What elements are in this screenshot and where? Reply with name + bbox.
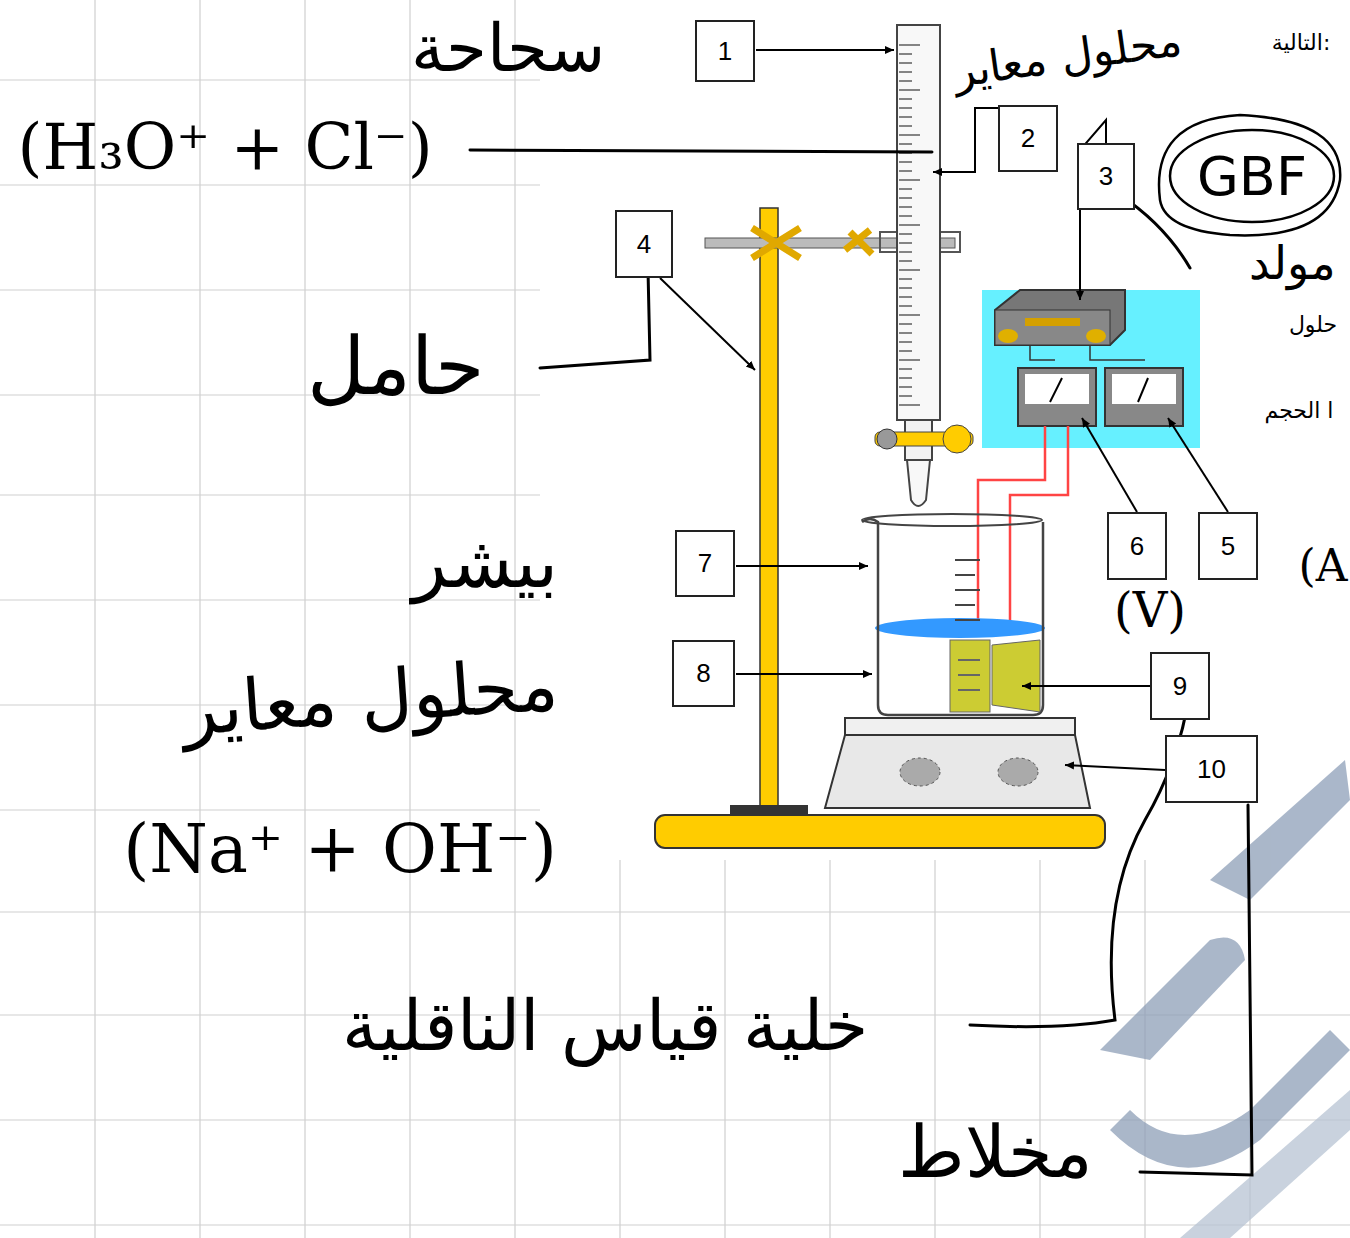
callout-number: 8 xyxy=(696,658,710,689)
hand-formula: (H₃O⁺ + Cl⁻) xyxy=(17,110,432,184)
callout-box: 9 xyxy=(1150,652,1210,720)
hand-formula-holder: (H₃O⁺ + Cl⁻) xyxy=(15,110,435,184)
generator-label: GBF xyxy=(1197,145,1307,208)
hand-formula-holder: (Na⁺ + OH⁻) xyxy=(120,810,560,888)
hand-label: (V) xyxy=(1114,582,1186,638)
callout-box: 8 xyxy=(672,640,735,707)
hand-label: محلول معاير xyxy=(950,14,1185,97)
callout-box: 5 xyxy=(1198,512,1258,580)
hand-label-holder: (A xyxy=(1298,540,1348,591)
callout-number: 2 xyxy=(1021,123,1035,154)
hand-label-holder: حامل xyxy=(250,320,540,413)
callout-number: 5 xyxy=(1221,531,1235,562)
callout-number: 7 xyxy=(698,548,712,579)
hand-label: بيشر xyxy=(412,520,558,604)
callout-number: 6 xyxy=(1130,531,1144,562)
callout-number: 9 xyxy=(1173,671,1187,702)
hand-label-holder: مولد xyxy=(1238,236,1346,290)
hand-label-holder: (V) xyxy=(1100,582,1200,638)
callout-box: 3 xyxy=(1077,143,1135,210)
callout-box: 7 xyxy=(675,530,735,597)
hand-label: خلية قياس الناقلية xyxy=(342,985,869,1067)
hand-label-holder: مخلاط xyxy=(855,1110,1135,1194)
hand-label-holder: محلول معاير xyxy=(118,638,623,757)
callout-box: 1 xyxy=(695,20,755,82)
leader-lines xyxy=(660,50,1228,770)
hand-label-holder: محلول معاير xyxy=(938,13,1198,99)
printed-text-holder: حلول xyxy=(1278,312,1348,337)
callout-number: 4 xyxy=(637,229,651,260)
hand-label: (A xyxy=(1299,540,1348,591)
printed-text: ا الحجم xyxy=(1265,398,1334,423)
callout-number: 3 xyxy=(1099,161,1113,192)
hand-label: حامل xyxy=(307,320,484,413)
hand-label: سحاحة xyxy=(411,10,605,87)
callout-number: 10 xyxy=(1197,754,1226,785)
printed-text: حلول xyxy=(1289,312,1337,337)
hand-label: مخلاط xyxy=(898,1110,1093,1194)
hand-label-holder: بيشر xyxy=(340,520,630,604)
hand-label: مولد xyxy=(1249,236,1336,290)
hand-label-holder: خلية قياس الناقلية xyxy=(255,985,955,1067)
printed-text-holder: التالية: xyxy=(1255,30,1347,55)
callout-box: 2 xyxy=(998,105,1058,172)
callout-number: 1 xyxy=(718,36,732,67)
generator-oval: GBF xyxy=(1168,128,1336,224)
hand-formula: (Na⁺ + OH⁻) xyxy=(123,810,557,888)
callout-box: 6 xyxy=(1107,512,1167,580)
printed-text-holder: ا الحجم xyxy=(1250,398,1348,423)
hand-label: محلول معاير xyxy=(179,642,561,752)
printed-text: التالية: xyxy=(1272,30,1331,55)
callout-box: 10 xyxy=(1165,735,1258,803)
callout-box: 4 xyxy=(615,210,673,278)
hand-label-holder: سحاحة xyxy=(360,10,655,87)
